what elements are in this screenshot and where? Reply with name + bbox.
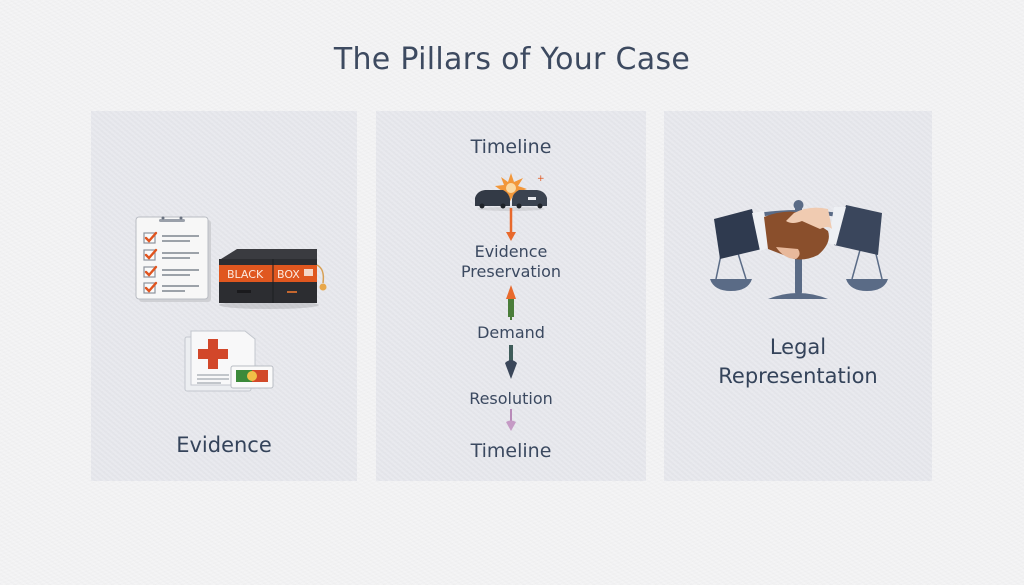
arrow-down-pink-icon bbox=[506, 409, 516, 431]
svg-text:+: + bbox=[537, 174, 545, 184]
timeline-step-demand: Demand bbox=[477, 323, 545, 342]
black-box-text-right: BOX bbox=[277, 268, 300, 281]
arrow-down-dark-icon bbox=[505, 345, 517, 379]
pillar-card-timeline: Timeline + Evidence Preservation Demand … bbox=[376, 111, 646, 481]
pillar-label-legal-line1: Legal bbox=[769, 335, 827, 359]
car-collision-icon: + bbox=[475, 173, 547, 211]
arrow-down-orange-icon bbox=[506, 208, 516, 241]
checklist-clipboard-icon bbox=[135, 216, 211, 302]
pillar-card-evidence: BLACK BOX Evidence bbox=[91, 111, 357, 481]
medical-record-icon bbox=[184, 330, 274, 392]
timeline-step-evidence-preservation: Evidence Preservation bbox=[376, 242, 646, 282]
black-box-icon: BLACK BOX bbox=[219, 249, 327, 309]
pillar-label-legal-line2: Representation bbox=[718, 364, 878, 388]
pillar-card-legal: Legal Representation bbox=[664, 111, 932, 481]
timeline-step-resolution: Resolution bbox=[469, 389, 553, 408]
arrow-up-orange-green-icon bbox=[506, 285, 516, 320]
pillar-label-evidence: Evidence bbox=[176, 433, 272, 457]
black-box-text-left: BLACK bbox=[227, 268, 264, 281]
pillar-label-legal: Legal Representation bbox=[664, 333, 932, 391]
timeline-step-evidence-preservation-line2: Preservation bbox=[460, 262, 562, 281]
timeline-header: Timeline bbox=[470, 136, 552, 158]
timeline-step-evidence-preservation-line1: Evidence bbox=[474, 242, 548, 261]
handshake-scales-icon bbox=[710, 200, 888, 299]
page-title: The Pillars of Your Case bbox=[333, 42, 691, 77]
timeline-footer: Timeline bbox=[470, 440, 552, 462]
